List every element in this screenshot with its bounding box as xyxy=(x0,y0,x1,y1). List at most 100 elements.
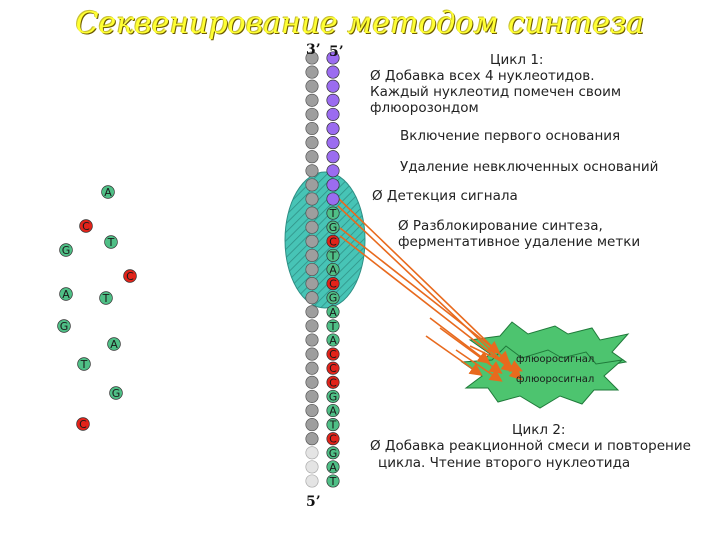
page-title: Секвенирование методом синтеза xyxy=(75,6,645,41)
free-nucleotide: A xyxy=(107,337,121,351)
strand-nucleotide: A xyxy=(326,403,340,418)
cycle2-line2: цикла. Чтение второго нуклеотида xyxy=(378,455,631,471)
strand-nucleotide: T xyxy=(326,206,340,220)
strand-nucleotide-circle xyxy=(326,192,340,206)
strand-nucleotide: C xyxy=(326,234,340,248)
strand-nucleotide-letter: T xyxy=(329,475,337,488)
strand-3-prime-label: 3’ xyxy=(306,42,321,58)
strand-nucleotide-letter: A xyxy=(329,264,337,277)
free-nucleotide: T xyxy=(99,291,113,305)
strand-nucleotide: A xyxy=(326,262,340,277)
strand-nucleotide-letter: C xyxy=(329,278,337,291)
template-bead xyxy=(305,248,319,262)
signal-arrow xyxy=(339,235,515,372)
strand-nucleotide-circle xyxy=(326,319,340,333)
strand-nucleotide: C xyxy=(326,375,340,389)
strand-nucleotide-circle xyxy=(326,93,340,107)
template-bead xyxy=(305,164,319,178)
free-nucleotide-letter: T xyxy=(107,236,115,249)
template-bead xyxy=(305,277,319,291)
strand-nucleotide-circle xyxy=(326,79,340,93)
free-nucleotide-letter: T xyxy=(80,358,88,371)
signal-arrow xyxy=(339,227,501,354)
free-nucleotide-letter: G xyxy=(112,387,121,400)
cycle1-line1: Ø Добавка всех 4 нуклеотидов. xyxy=(370,68,595,84)
fluorescence-label-back: флюоросигнал xyxy=(516,354,594,365)
strand-nucleotide-letter: C xyxy=(329,362,337,375)
strand-nucleotide-circle xyxy=(326,460,340,474)
detection-zone xyxy=(284,171,366,309)
template-bead xyxy=(305,262,319,277)
cycle1-line2: Каждый нуклеотид помечен своим xyxy=(370,84,622,100)
strand-nucleotide-circle xyxy=(326,347,340,361)
free-nucleotide: G xyxy=(57,319,71,333)
strand-nucleotide-circle xyxy=(326,446,340,460)
strand-nucleotide-circle xyxy=(326,65,340,79)
strand-nucleotide-circle xyxy=(326,121,340,136)
strand-nucleotide-circle xyxy=(326,206,340,220)
template-strand xyxy=(305,51,319,488)
strand-nucleotide: C xyxy=(326,347,340,361)
free-nucleotide-circle xyxy=(99,291,113,305)
strand-nucleotide-letter: A xyxy=(329,334,337,347)
strand-nucleotide-letter: G xyxy=(329,221,338,234)
step-remove-unincorporated: Удаление невключенных оснований xyxy=(400,159,659,175)
template-bead xyxy=(305,136,319,150)
strand-nucleotide-circle xyxy=(326,375,340,389)
strand-nucleotide-circle xyxy=(326,248,340,262)
free-nucleotide-letter: C xyxy=(82,220,90,233)
free-nucleotide-letter: A xyxy=(62,288,70,301)
free-nucleotide-letter: C xyxy=(126,270,134,283)
strand-nucleotide-circle xyxy=(326,432,340,446)
step-detection: Ø Детекция сигнала xyxy=(372,188,518,204)
template-bead xyxy=(305,418,319,432)
step-include-first: Включение первого основания xyxy=(400,128,621,144)
strand-nucleotide-circle xyxy=(326,277,340,291)
strand-nucleotide: T xyxy=(326,248,340,262)
template-bead xyxy=(305,234,319,248)
free-nucleotide: T xyxy=(77,357,91,371)
template-bead xyxy=(305,375,319,389)
strand-nucleotide: T xyxy=(326,319,340,333)
strand-nucleotide-letter: C xyxy=(329,348,337,361)
signal-arrows xyxy=(337,197,523,382)
template-bead xyxy=(305,291,319,305)
strand-nucleotide-letter: C xyxy=(329,433,337,446)
template-bead xyxy=(305,319,319,333)
free-nucleotide-letter: A xyxy=(110,338,118,351)
template-bead xyxy=(305,305,319,319)
free-nucleotide-circle xyxy=(76,417,90,431)
template-bead xyxy=(305,107,319,121)
strand-nucleotide-circle xyxy=(326,474,340,488)
free-nucleotide-circle xyxy=(107,337,121,351)
free-nucleotide: T xyxy=(104,235,118,249)
strand-nucleotide xyxy=(326,93,340,107)
strand-nucleotide-letter: A xyxy=(329,461,337,474)
free-nucleotide: A xyxy=(101,185,115,199)
strand-nucleotide-letter: G xyxy=(329,390,338,403)
free-nucleotide-circle xyxy=(59,287,73,301)
strand-nucleotide: C xyxy=(326,277,340,291)
signal-arrow xyxy=(337,197,511,365)
cycle1-heading: Цикл 1: xyxy=(490,52,544,68)
free-nucleotide-circle xyxy=(101,185,115,199)
strand-nucleotide xyxy=(326,192,340,206)
strand-nucleotide-letter: T xyxy=(329,249,337,262)
strand-nucleotide-circle xyxy=(326,150,340,164)
free-nucleotide-circle xyxy=(109,386,123,400)
fluorescence-label-front: флюоросигнал xyxy=(516,374,594,385)
strand-nucleotide xyxy=(326,150,340,164)
strand-nucleotide: G xyxy=(326,220,340,234)
strand-nucleotide-letter: G xyxy=(329,292,338,305)
free-nucleotide-circle xyxy=(77,357,91,371)
template-bead xyxy=(305,93,319,107)
template-bead xyxy=(305,65,319,79)
template-bead xyxy=(305,361,319,375)
strand-5-prime-label-top: 5’ xyxy=(329,44,344,60)
cycle2-heading: Цикл 2: xyxy=(512,422,566,438)
cycle1-line3: флюорозондом xyxy=(370,100,479,116)
template-bead xyxy=(305,389,319,403)
free-nucleotide-letter: T xyxy=(102,292,110,305)
signal-arrow xyxy=(439,327,503,374)
